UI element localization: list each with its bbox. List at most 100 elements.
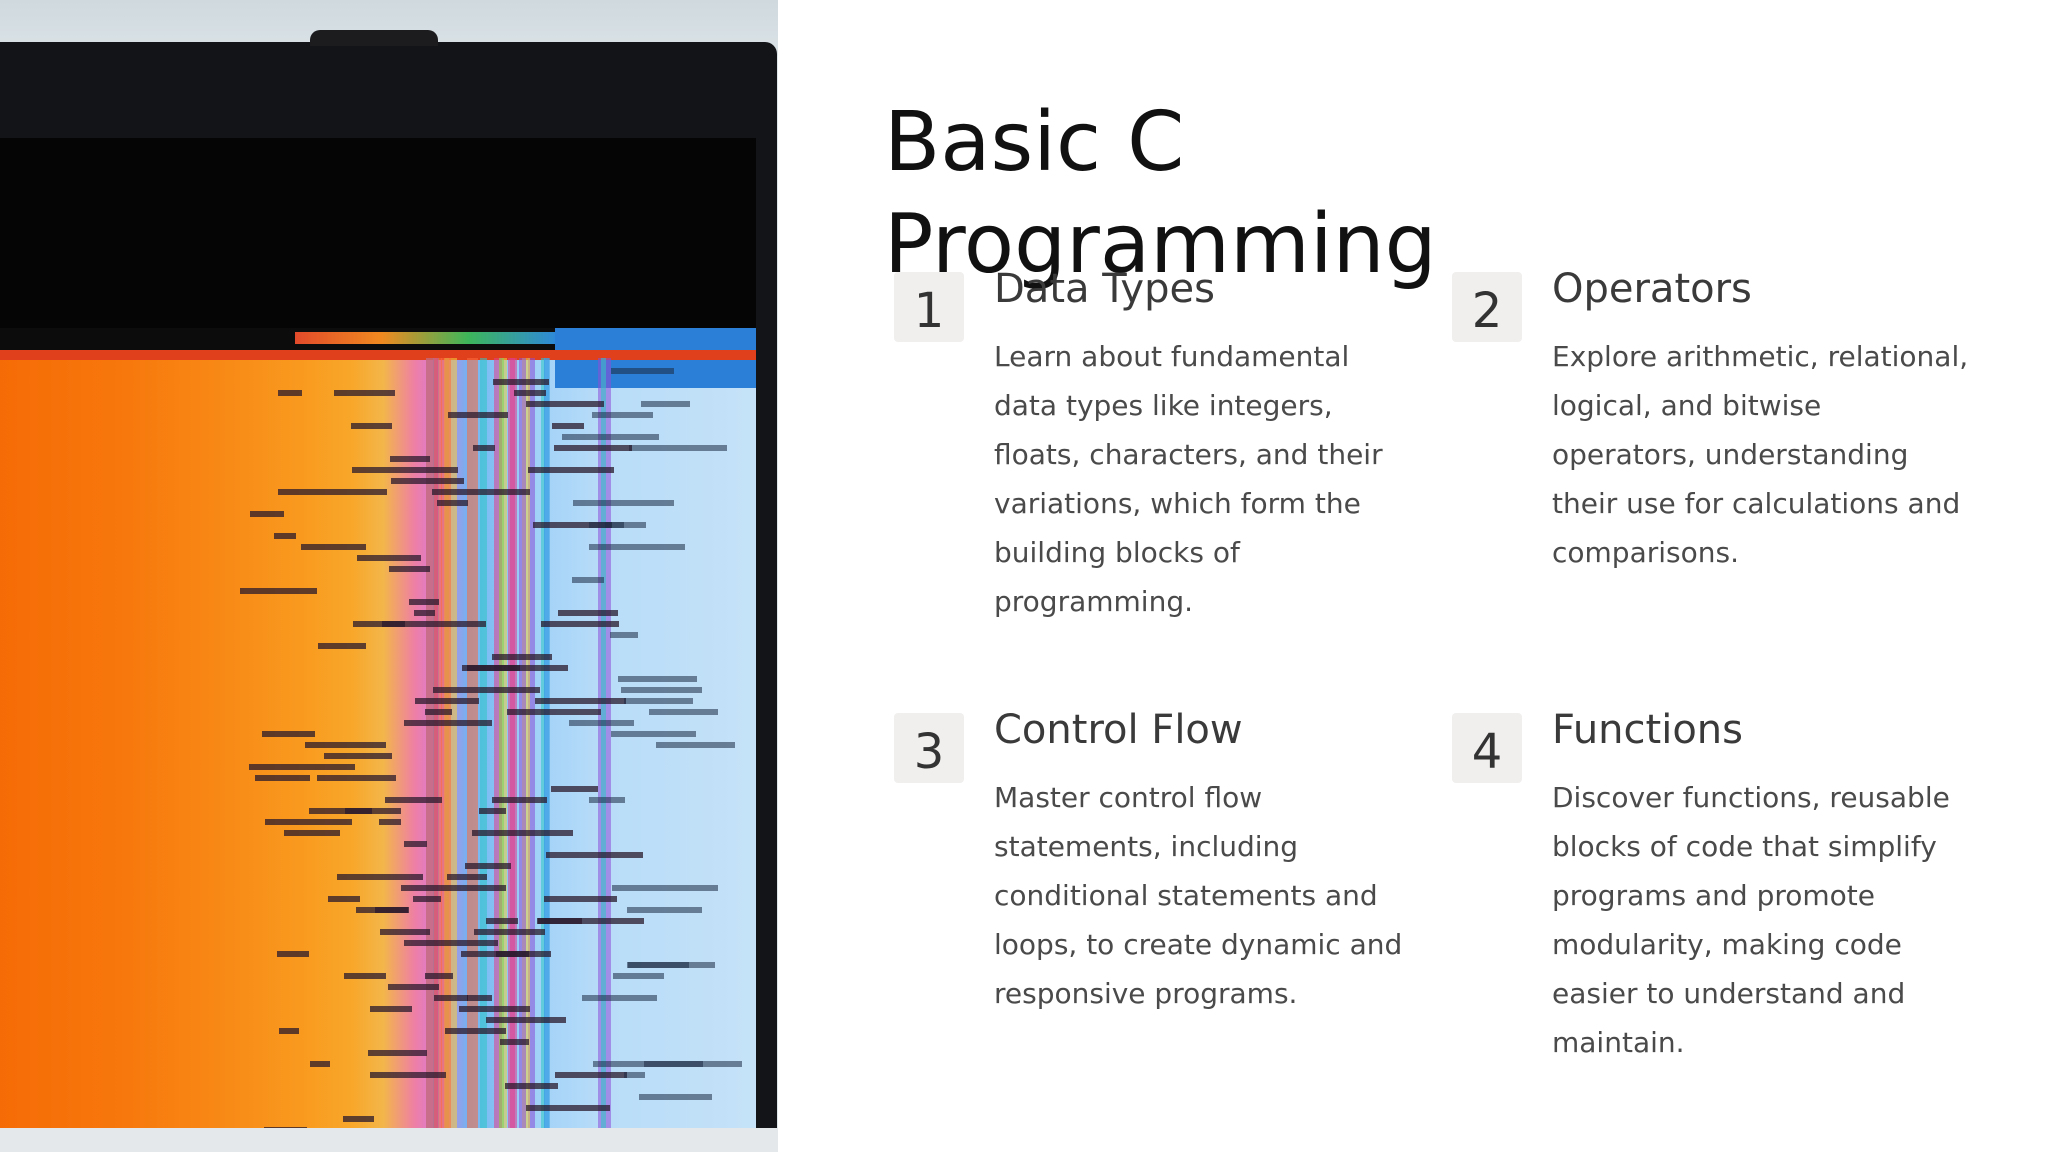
screen-code-line bbox=[504, 1083, 559, 1089]
screen-code-line bbox=[357, 555, 422, 561]
screen-code-line bbox=[317, 775, 397, 781]
screen-code-line bbox=[537, 918, 645, 924]
screen-code-line bbox=[432, 687, 540, 693]
screen-code-line bbox=[629, 445, 727, 451]
screen-code-line bbox=[368, 1050, 428, 1056]
screen-code-line bbox=[343, 1116, 374, 1122]
topic-description: Master control flow statements, includin… bbox=[994, 781, 1403, 1010]
screen-code-line bbox=[276, 951, 310, 957]
screen-code-line bbox=[277, 390, 303, 396]
screen-code-line bbox=[381, 621, 486, 627]
screen-code-line bbox=[380, 929, 431, 935]
screen-code-line bbox=[404, 720, 492, 726]
screen-glitch-column bbox=[493, 358, 503, 1152]
screen-glitch-column bbox=[440, 358, 452, 1152]
screen-code-line bbox=[465, 863, 511, 869]
screen-code-line bbox=[492, 654, 552, 660]
screen-code-line bbox=[301, 544, 366, 550]
screen-code-line bbox=[277, 489, 387, 495]
screen-code-line bbox=[374, 907, 410, 913]
topic-description: Discover functions, reusable blocks of c… bbox=[1552, 781, 1950, 1059]
topic-number-badge: 2 bbox=[1452, 272, 1522, 342]
screen-code-line bbox=[250, 511, 285, 517]
screen-glitch-column bbox=[544, 358, 551, 1152]
screen-toolbar-accent bbox=[295, 332, 555, 344]
screen-code-line bbox=[414, 610, 435, 616]
screen-code-line bbox=[249, 764, 356, 770]
topic-heading: Functions bbox=[1552, 707, 1743, 753]
topic-heading: Control Flow bbox=[994, 707, 1243, 753]
screen-code-line bbox=[378, 819, 402, 825]
screen-code-line bbox=[557, 610, 619, 616]
screen-glitch-column bbox=[519, 358, 526, 1152]
screen-code-line bbox=[628, 962, 689, 968]
screen-code-line bbox=[605, 522, 646, 528]
screen-code-line bbox=[555, 1072, 627, 1078]
screen-code-line bbox=[318, 643, 366, 649]
screen-code-line bbox=[617, 676, 698, 682]
screen-code-line bbox=[352, 467, 459, 473]
slide-title: Basic C Programming bbox=[884, 95, 1437, 292]
screen-tab-strip bbox=[0, 350, 756, 360]
screen-code-line bbox=[413, 896, 441, 902]
topic-number-badge: 3 bbox=[894, 713, 964, 783]
screen-code-line bbox=[389, 566, 431, 572]
screen-code-line bbox=[461, 951, 529, 957]
screen-code-line bbox=[493, 379, 550, 385]
screen-code-line bbox=[472, 830, 574, 836]
screen-code-line bbox=[610, 632, 638, 638]
screen-code-line bbox=[473, 929, 545, 935]
screen-code-line bbox=[656, 742, 736, 748]
screen-code-line bbox=[582, 995, 658, 1001]
screen-code-line bbox=[592, 412, 653, 418]
screen-code-line bbox=[514, 390, 547, 396]
screen-code-line bbox=[638, 1094, 713, 1100]
screen-code-line bbox=[486, 1017, 566, 1023]
screen-code-line bbox=[500, 1039, 530, 1045]
screen-glitch-column bbox=[425, 358, 439, 1152]
screen-glitch-column bbox=[509, 358, 516, 1152]
screen-code-line bbox=[448, 412, 508, 418]
screen-code-line bbox=[352, 621, 405, 627]
screen-code-line bbox=[370, 1072, 446, 1078]
screen-code-line bbox=[384, 797, 443, 803]
screen-code-line bbox=[344, 973, 387, 979]
screen-code-line bbox=[533, 522, 613, 528]
screen-code-line bbox=[573, 500, 674, 506]
screen-code-line bbox=[478, 808, 507, 814]
screen-code-line bbox=[265, 819, 353, 825]
screen-code-line bbox=[588, 544, 685, 550]
screen-code-line bbox=[261, 731, 315, 737]
screen-code-line bbox=[526, 1105, 610, 1111]
screen-code-line bbox=[472, 445, 496, 451]
screen-code-line bbox=[535, 698, 626, 704]
monitor-top-notch bbox=[310, 30, 438, 46]
screen-glitch-column bbox=[541, 358, 546, 1152]
topic-heading: Operators bbox=[1552, 266, 1752, 312]
screen-glitch-column bbox=[499, 358, 505, 1152]
screen-code-line bbox=[541, 621, 619, 627]
screen-code-line bbox=[620, 687, 702, 693]
screen-code-line bbox=[334, 390, 395, 396]
screen-code-line bbox=[444, 1028, 506, 1034]
screen-code-line bbox=[624, 698, 694, 704]
screen-code-line bbox=[613, 973, 665, 979]
topic-heading: Data Types bbox=[994, 266, 1215, 312]
screen-code-line bbox=[369, 1006, 412, 1012]
screen-glitch-column bbox=[527, 358, 535, 1152]
screen-code-line bbox=[610, 731, 696, 737]
screen-code-line bbox=[459, 1006, 531, 1012]
screen-code-line bbox=[612, 885, 718, 891]
screen-code-line bbox=[308, 808, 373, 814]
screen-code-line bbox=[496, 951, 551, 957]
screen-code-line bbox=[485, 918, 518, 924]
topic-description: Learn about fundamental data types like … bbox=[994, 340, 1383, 618]
monitor-frame bbox=[0, 42, 777, 1152]
screen-code-line bbox=[409, 599, 440, 605]
screen-code-line bbox=[623, 1072, 646, 1078]
screen-code-line bbox=[648, 709, 719, 715]
topic-number-badge: 1 bbox=[894, 272, 964, 342]
screen-code-line bbox=[544, 896, 617, 902]
screen-code-line bbox=[553, 445, 632, 451]
